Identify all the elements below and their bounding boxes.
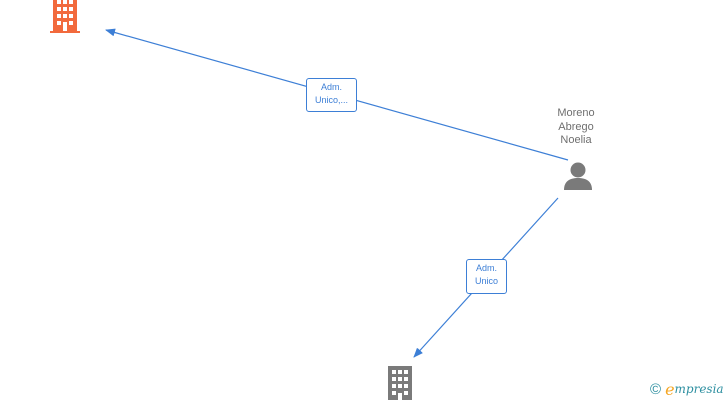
person-name-line-2: Abrego [558, 120, 594, 133]
company-node-top[interactable] [48, 0, 82, 33]
edge-label-line-1: Adm. [475, 263, 497, 273]
person-name-line-1: Moreno [557, 107, 595, 119]
person-name-line-3: Noelia [560, 134, 592, 146]
edge-label-line-2: Unico [474, 276, 498, 286]
person-node[interactable] [562, 160, 594, 192]
edge-label-adm-unico-top[interactable]: Adm. Unico,... [306, 78, 357, 112]
building-icon [388, 366, 412, 400]
edge-label-line-1: Adm. [320, 82, 342, 92]
edge-label-adm-unico-bottom[interactable]: Adm. Unico [466, 259, 507, 294]
building-icon [50, 0, 80, 33]
edge-label-line-2: Unico,... [314, 95, 348, 105]
brand-watermark: © e mpresia [650, 378, 724, 400]
brand-logo-text: mpresia [674, 382, 724, 396]
copyright-icon: © [650, 380, 662, 398]
company-node-bottom[interactable] [383, 366, 417, 400]
brand-logo-initial: e [665, 379, 675, 399]
person-name: Moreno Abrego Noelia [540, 107, 612, 148]
person-icon [564, 162, 592, 190]
